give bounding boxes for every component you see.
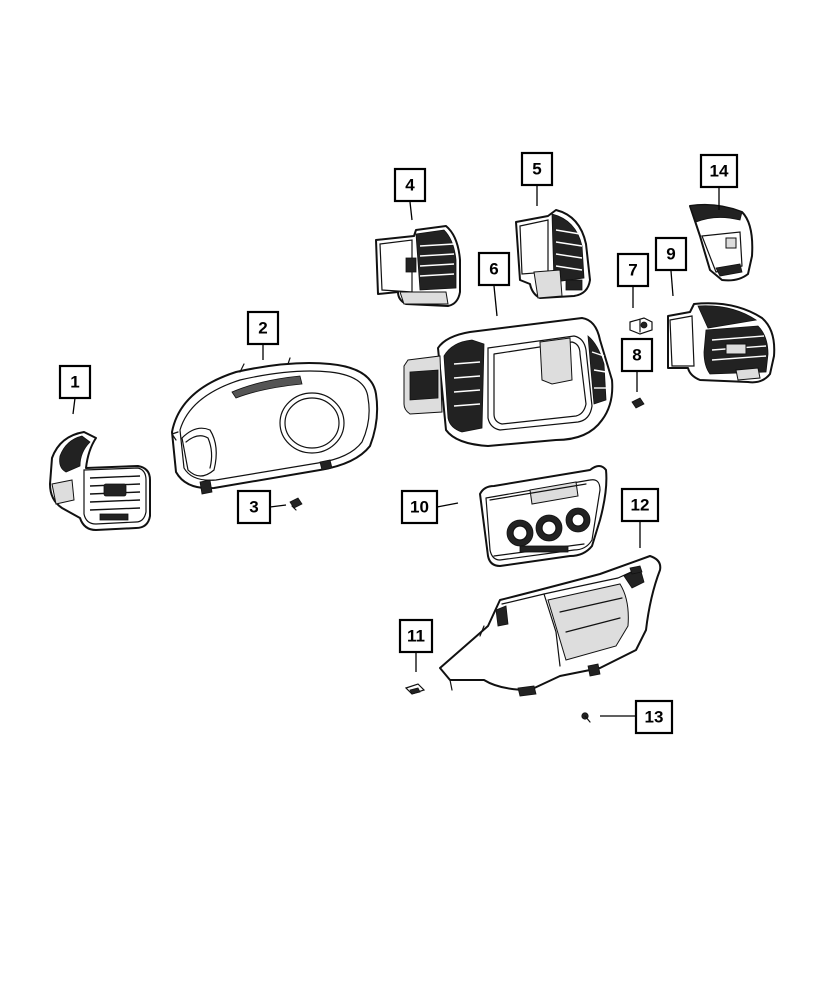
callout-11: 11 [398, 618, 434, 654]
part-12-lower-bezel[interactable] [439, 555, 662, 697]
leader-9 [670, 270, 674, 297]
leader-6 [493, 285, 498, 317]
callout-5-label: 5 [532, 160, 541, 179]
callout-9: 9 [654, 236, 688, 272]
callout-10-label: 10 [410, 498, 429, 517]
callout-7: 7 [616, 252, 650, 288]
part-11-clip[interactable] [404, 683, 426, 695]
part-13-screw[interactable] [581, 712, 591, 723]
callout-13: 13 [634, 699, 674, 735]
part-4-center-vent-left[interactable] [375, 225, 461, 307]
part-3-clip[interactable] [289, 497, 303, 511]
callout-1-label: 1 [70, 373, 79, 392]
callout-4-label: 4 [405, 176, 415, 195]
callout-5: 5 [520, 151, 554, 187]
leader-lines [72, 186, 720, 717]
part-8-clip[interactable] [631, 397, 645, 409]
callout-4: 4 [393, 167, 427, 203]
callout-3-label: 3 [249, 498, 258, 517]
part-9-right-air-outlet[interactable] [667, 302, 776, 384]
callout-14-label: 14 [710, 162, 729, 181]
callout-9-label: 9 [666, 245, 675, 264]
callout-13-label: 13 [645, 708, 664, 727]
part-1-left-air-outlet[interactable] [49, 431, 151, 531]
callout-1: 1 [58, 364, 92, 400]
callout-6-label: 6 [489, 260, 498, 279]
leader-1 [72, 397, 76, 415]
callout-11-label: 11 [407, 627, 425, 646]
part-5-center-vent-right[interactable] [515, 209, 591, 299]
leader-3 [269, 504, 287, 508]
callout-10: 10 [400, 489, 439, 525]
callout-2: 2 [246, 310, 280, 346]
callout-2-label: 2 [258, 319, 267, 338]
part-10-climate-control[interactable] [479, 465, 608, 567]
callout-12: 12 [620, 487, 660, 523]
part-7-bolt[interactable] [629, 317, 653, 335]
callout-8-label: 8 [632, 346, 641, 365]
leader-4 [409, 201, 413, 221]
callout-12-label: 12 [631, 496, 650, 515]
callout-7-label: 7 [628, 261, 637, 280]
part-6-center-bezel[interactable] [403, 317, 614, 447]
callout-8: 8 [620, 337, 654, 373]
callout-3: 3 [236, 489, 272, 525]
callout-6: 6 [477, 251, 511, 287]
part-14-trim-bezel[interactable] [689, 203, 754, 282]
callout-14: 14 [699, 153, 739, 189]
part-2-cluster-bezel[interactable] [171, 357, 379, 495]
leader-10 [436, 502, 459, 508]
